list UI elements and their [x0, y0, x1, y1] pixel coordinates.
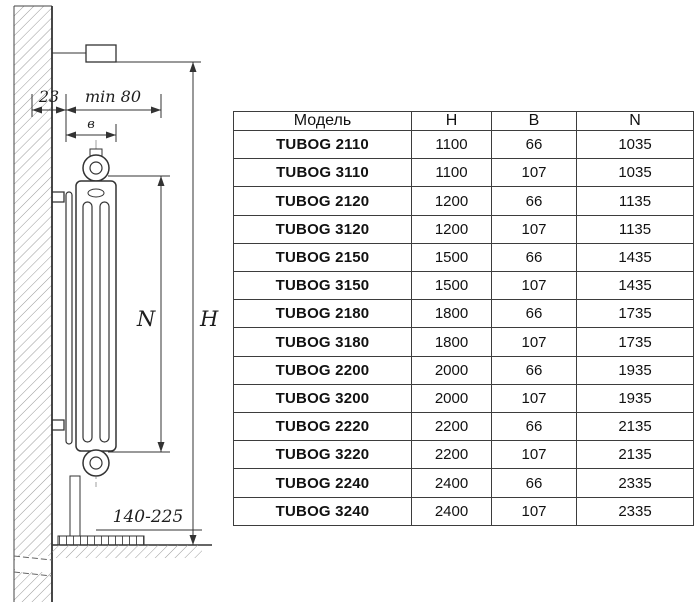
model-cell: TUBOG 2240	[233, 468, 412, 498]
value-cell: 107	[491, 327, 577, 357]
value-cell: 1935	[576, 355, 694, 385]
value-cell: 107	[491, 440, 577, 470]
model-cell: TUBOG 3150	[233, 271, 412, 301]
col-header-model: Модель	[233, 111, 412, 131]
value-cell: 1435	[576, 271, 694, 301]
wall-bracket-lower	[52, 419, 65, 431]
value-cell: 2335	[576, 468, 694, 498]
value-cell: 66	[491, 186, 577, 216]
value-cell: 107	[491, 271, 577, 301]
radiator	[65, 140, 117, 537]
dim-n-label: N	[136, 307, 156, 331]
dim-min80-label: min 80	[85, 87, 141, 106]
col-header-b: B	[491, 111, 577, 131]
model-cell: TUBOG 3180	[233, 327, 412, 357]
value-cell: 1200	[411, 214, 492, 244]
col-header-h: H	[411, 111, 492, 131]
wall	[13, 5, 53, 602]
value-cell: 1100	[411, 129, 492, 160]
value-cell: 66	[491, 412, 577, 442]
top-bracket	[52, 44, 117, 63]
model-cell: TUBOG 3110	[233, 158, 412, 188]
dim-bracket-range-label: 140-225	[113, 507, 184, 527]
value-cell: 2135	[576, 440, 694, 470]
model-cell: TUBOG 3220	[233, 440, 412, 470]
model-cell: TUBOG 2150	[233, 242, 412, 273]
value-cell: 1500	[411, 271, 492, 301]
value-cell: 107	[491, 496, 577, 527]
value-cell: 2200	[411, 440, 492, 470]
value-cell: 66	[491, 299, 577, 329]
value-cell: 1135	[576, 186, 694, 216]
value-cell: 66	[491, 355, 577, 385]
value-cell: 1735	[576, 327, 694, 357]
value-cell: 1200	[411, 186, 492, 216]
value-cell: 2000	[411, 355, 492, 385]
value-cell: 1735	[576, 299, 694, 329]
dimension-b	[66, 124, 117, 142]
value-cell: 66	[491, 468, 577, 498]
value-cell: 107	[491, 214, 577, 244]
dimension-min80	[66, 94, 162, 118]
model-cell: TUBOG 2220	[233, 412, 412, 442]
wall-bracket-upper	[52, 191, 65, 203]
value-cell: 1800	[411, 327, 492, 357]
value-cell: 1135	[576, 214, 694, 244]
value-cell: 66	[491, 129, 577, 160]
value-cell: 2135	[576, 412, 694, 442]
value-cell: 66	[491, 242, 577, 273]
table-header-row: Модель H B N	[233, 111, 694, 131]
value-cell: 2400	[411, 468, 492, 498]
value-cell: 1500	[411, 242, 492, 273]
value-cell: 1100	[411, 158, 492, 188]
model-cell: TUBOG 2200	[233, 355, 412, 385]
model-cell: TUBOG 3120	[233, 214, 412, 244]
model-cell: TUBOG 3240	[233, 496, 412, 527]
value-cell: 1035	[576, 158, 694, 188]
value-cell: 107	[491, 158, 577, 188]
model-cell: TUBOG 3200	[233, 383, 412, 414]
dimension-n	[108, 175, 170, 453]
value-cell: 107	[491, 383, 577, 414]
value-cell: 1935	[576, 383, 694, 414]
value-cell: 2200	[411, 412, 492, 442]
dim-23-label: 23	[38, 87, 59, 106]
model-cell: TUBOG 2180	[233, 299, 412, 329]
value-cell: 2000	[411, 383, 492, 414]
radiator-dimension-diagram: 23 min 80 в N H 140-225	[13, 5, 219, 602]
dim-b-label: в	[87, 117, 95, 132]
value-cell: 1435	[576, 242, 694, 273]
col-header-n: N	[576, 111, 694, 131]
dim-h-label: H	[199, 307, 219, 331]
dimension-h	[116, 61, 201, 545]
value-cell: 2400	[411, 496, 492, 527]
model-cell: TUBOG 2120	[233, 186, 412, 216]
value-cell: 2335	[576, 496, 694, 527]
floor	[52, 535, 212, 558]
value-cell: 1800	[411, 299, 492, 329]
value-cell: 1035	[576, 129, 694, 160]
model-cell: TUBOG 2110	[233, 129, 412, 160]
